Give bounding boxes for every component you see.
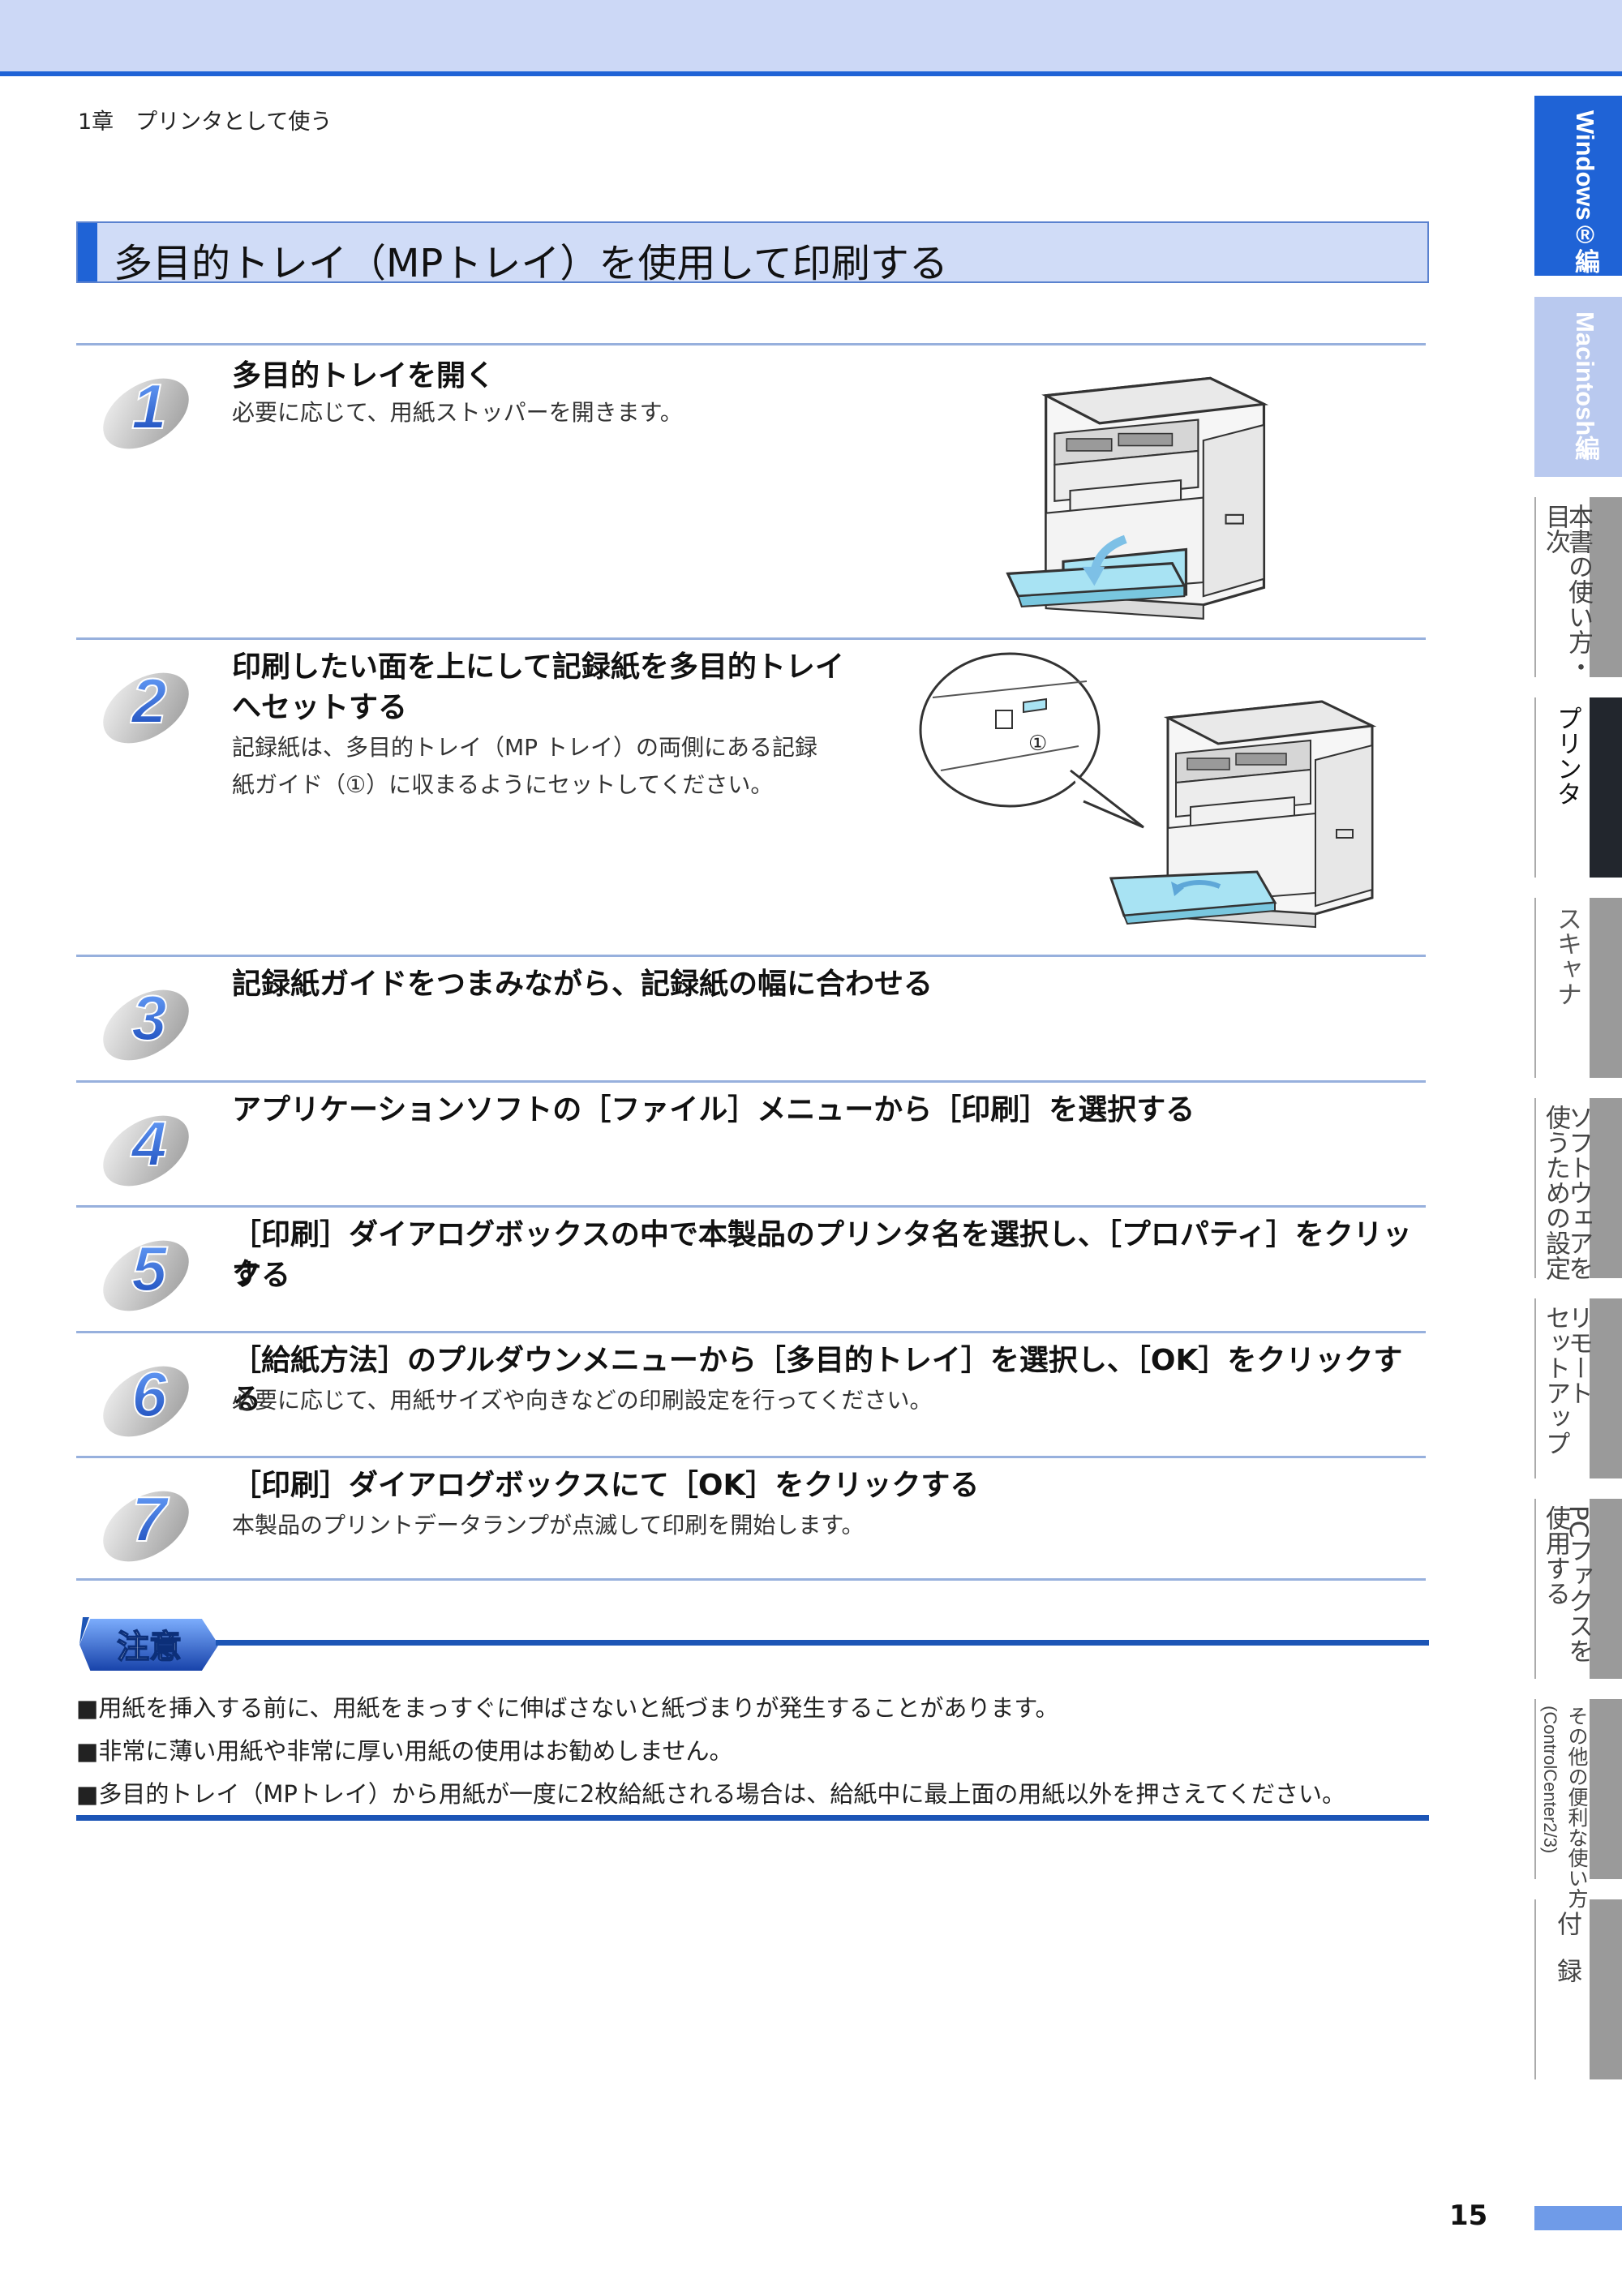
caution-badge: 注意 <box>76 1616 222 1674</box>
step-number: 7 <box>131 1483 169 1555</box>
printer-tray-open-illustration <box>1006 376 1266 620</box>
tab-edge <box>1590 1499 1622 1679</box>
step-description: 記録紙は、多目的トレイ（MP トレイ）の両側にある記録 <box>232 734 817 761</box>
step-title: ［印刷］ダイアログボックスにて［OK］をクリックする <box>232 1469 980 1502</box>
step-title: 多目的トレイを開く <box>232 359 496 393</box>
step-title: 記録紙ガイドをつまみながら、記録紙の幅に合わせる <box>232 968 933 1001</box>
tab-label-line-2: (ControlCenter2/3) <box>1540 1706 1560 1854</box>
tab-scanner[interactable]: スキャナ <box>1534 898 1622 1078</box>
step-title: アプリケーションソフトの［ファイル］メニューから［印刷］を選択する <box>232 1093 1195 1127</box>
tab-edge <box>1590 1298 1622 1478</box>
step-1: 1 多目的トレイを開く 必要に応じて、用紙ストッパーを開きます。 <box>76 343 1426 640</box>
caution-header-rule <box>216 1640 1429 1646</box>
caution-item: ■非常に薄い用紙や非常に厚い用紙の使用はお勧めしません。 <box>76 1737 733 1765</box>
caution-item: ■多目的トレイ（MPトレイ）から用紙が一度に2枚給紙される場合は、給紙中に最上面… <box>76 1780 1346 1808</box>
step-description: 必要に応じて、用紙ストッパーを開きます。 <box>232 399 683 426</box>
header-rule <box>0 71 1622 76</box>
caution-label: 注意 <box>117 1629 182 1666</box>
step-number-badge: 6 <box>103 1358 189 1437</box>
tab-label-line-2: 使用する <box>1541 1505 1570 1606</box>
step-title-line-2: する <box>232 1259 291 1292</box>
step-number-badge: 7 <box>103 1483 189 1562</box>
header-band <box>0 0 1622 73</box>
tab-label-line-2: 録 <box>1552 1958 1581 1983</box>
tab-edge <box>1590 697 1622 878</box>
tab-label-line-2: セットアップ <box>1541 1305 1570 1456</box>
tab-label: Macintosh編 <box>1571 311 1599 461</box>
tab-how-to-use-contents[interactable]: 本書の使い方・ 目次 <box>1534 497 1622 680</box>
step-number-badge: 2 <box>103 664 189 744</box>
tab-edge <box>1590 898 1622 1078</box>
tab-edge <box>1590 497 1622 677</box>
tab-pc-fax[interactable]: PCファクスを 使用する <box>1534 1499 1622 1679</box>
step-description-line-2: 紙ガイド（①）に収まるようにセットしてください。 <box>232 771 774 798</box>
caution-item: ■用紙を挿入する前に、用紙をまっすぐに伸ばさないと紙づまりが発生することがありま… <box>76 1694 1059 1722</box>
tab-appendix[interactable]: 付 録 <box>1534 1899 1622 2079</box>
tab-macintosh[interactable]: Macintosh編 <box>1534 297 1622 477</box>
step-title: ［給紙方法］のプルダウンメニューから［多目的トレイ］を選択し、［OK］をクリック… <box>232 1344 1403 1416</box>
tab-label-line-2: 目次 <box>1541 504 1570 554</box>
caution-box: 注意 ■用紙を挿入する前に、用紙をまっすぐに伸ばさないと紙づまりが発生することが… <box>76 1609 1429 1822</box>
step-5: 5 ［印刷］ダイアログボックスの中で本製品のプリンタ名を選択し、［プロパティ］を… <box>76 1205 1426 1333</box>
tab-label-line-2: 使うための設定 <box>1541 1105 1570 1281</box>
tab-label: 付 <box>1552 1911 1581 1936</box>
step-number: 4 <box>130 1108 166 1179</box>
tab-printer[interactable]: プリンタ <box>1534 697 1622 878</box>
tab-remote-setup[interactable]: リモート セットアップ <box>1534 1298 1622 1478</box>
tab-label: スキャナ <box>1552 906 1581 1006</box>
step-3: 3 記録紙ガイドをつまみながら、記録紙の幅に合わせる <box>76 955 1426 1083</box>
tab-label: PCファクスを <box>1564 1505 1593 1664</box>
tab-label: Windows®編 <box>1571 110 1599 274</box>
step-title-line-2: へセットする <box>232 691 408 724</box>
step-number: 1 <box>131 371 166 442</box>
step-title: ［印刷］ダイアログボックスの中で本製品のプリンタ名を選択し、［プロパティ］をクリ… <box>232 1218 1412 1290</box>
step-number-badge: 5 <box>103 1232 189 1311</box>
step-2: 2 印刷したい面を上にして記録紙を多目的トレイ へセットする 記録紙は、多目的ト… <box>76 637 1426 957</box>
steps-bottom-rule <box>76 1578 1426 1581</box>
tab-edge <box>1590 1699 1622 1879</box>
page-number: 15 <box>1449 2199 1488 2232</box>
tab-software-settings[interactable]: ソフトウェアを 使うための設定 <box>1534 1098 1622 1281</box>
step-description: 本製品のプリントデータランプが点滅して印刷を開始します。 <box>232 1512 865 1539</box>
tab-windows[interactable]: Windows®編 <box>1534 96 1622 276</box>
step-4: 4 アプリケーションソフトの［ファイル］メニューから［印刷］を選択する <box>76 1080 1426 1208</box>
tab-label: その他の便利な使い方 <box>1565 1706 1589 1908</box>
step-7: 7 ［印刷］ダイアログボックスにて［OK］をクリックする 本製品のプリントデータ… <box>76 1456 1426 1581</box>
page-number-bar <box>1534 2206 1622 2230</box>
tab-label: ソフトウェアを <box>1564 1105 1593 1281</box>
page-title: 多目的トレイ（MPトレイ）を使用して印刷する <box>114 241 948 286</box>
step-number: 2 <box>130 665 166 736</box>
paper-guide-detail-illustration: ① <box>919 652 1374 929</box>
step-number-badge: 3 <box>103 981 189 1061</box>
step-6: 6 ［給紙方法］のプルダウンメニューから［多目的トレイ］を選択し、［OK］をクリ… <box>76 1331 1426 1458</box>
step-title: 印刷したい面を上にして記録紙を多目的トレイ <box>232 650 844 684</box>
figure-callout: ① <box>1028 732 1047 756</box>
tab-label: リモート <box>1564 1305 1593 1405</box>
step-number-badge: 4 <box>103 1107 189 1187</box>
step-number: 5 <box>131 1233 168 1304</box>
tab-label: 本書の使い方・ <box>1564 504 1593 680</box>
step-description: 必要に応じて、用紙サイズや向きなどの印刷設定を行ってください。 <box>232 1387 933 1414</box>
caution-bottom-rule <box>76 1815 1429 1821</box>
chapter-heading: 1章 プリンタとして使う <box>78 109 333 135</box>
tab-edge <box>1590 1098 1622 1278</box>
tab-edge <box>1590 1899 1622 2079</box>
tab-label: プリンタ <box>1552 706 1581 806</box>
step-number: 3 <box>131 982 166 1054</box>
section-title-bar: 多目的トレイ（MPトレイ）を使用して印刷する <box>76 221 1429 286</box>
title-accent <box>78 223 97 281</box>
tab-other-convenient-uses[interactable]: その他の便利な使い方 (ControlCenter2/3) <box>1534 1699 1622 1908</box>
step-number: 6 <box>131 1358 167 1430</box>
step-number-badge: 1 <box>103 370 189 449</box>
